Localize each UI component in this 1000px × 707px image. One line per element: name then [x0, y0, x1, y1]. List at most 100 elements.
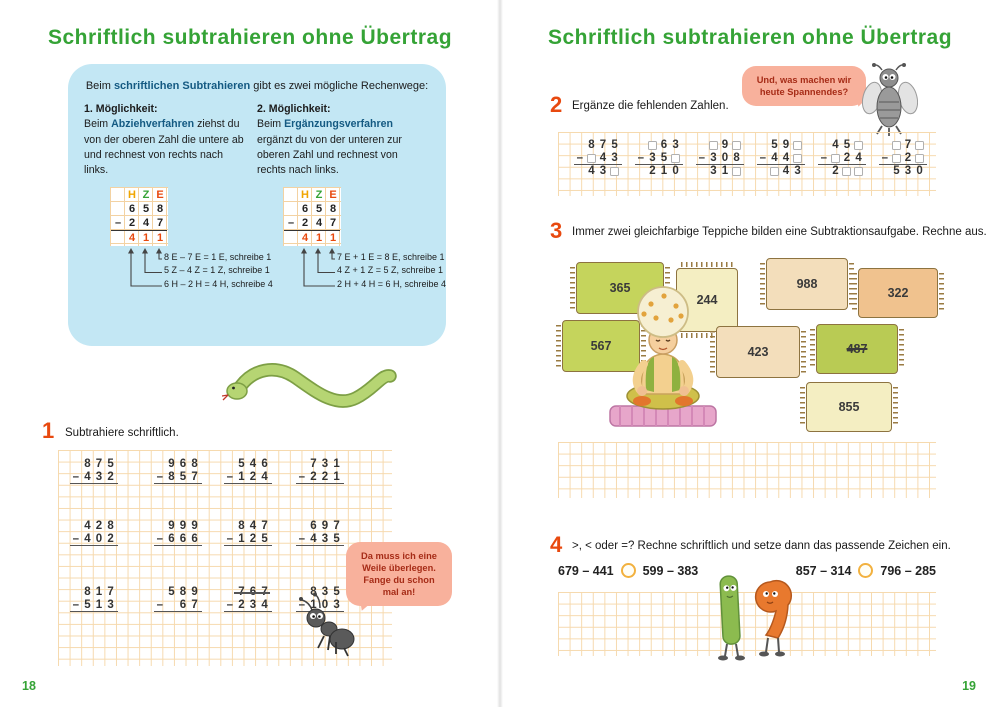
- page-number: 19: [962, 679, 976, 693]
- empty-box[interactable]: [854, 166, 864, 176]
- digit-cell: 3: [95, 471, 103, 483]
- exercise4-number: 4: [550, 532, 563, 557]
- digit-cell: 0: [321, 599, 329, 611]
- empty-box[interactable]: [891, 153, 901, 163]
- empty-box[interactable]: [854, 140, 864, 150]
- digit-cell: [574, 165, 586, 178]
- page-title: Schriftlich subtrahieren ohne Übertrag: [547, 26, 953, 49]
- empty-box[interactable]: [769, 166, 779, 176]
- digit-cell: [818, 139, 830, 152]
- digit-cell: 4: [249, 520, 257, 532]
- answer-space[interactable]: [224, 484, 272, 510]
- place-value-cell: 4: [142, 216, 150, 229]
- empty-box[interactable]: [610, 166, 620, 176]
- empty-box[interactable]: [915, 153, 925, 163]
- empty-box[interactable]: [915, 140, 925, 150]
- place-value-cell: [111, 202, 125, 216]
- empty-box[interactable]: [586, 153, 596, 163]
- digit-cell: 2: [107, 533, 114, 545]
- exercise4-grid[interactable]: [558, 592, 936, 656]
- digit-cell: –: [156, 599, 163, 611]
- digit-cell: 7: [599, 139, 607, 151]
- empty-box[interactable]: [891, 140, 901, 150]
- digit-cell: 7: [191, 599, 198, 611]
- method-1-body: ziehst du von der oberen Zahl die untere…: [84, 118, 244, 177]
- right-expression: 599 – 383: [642, 564, 699, 578]
- empty-box[interactable]: [793, 140, 803, 150]
- empty-box[interactable]: [842, 166, 852, 176]
- digit-cell: 2: [832, 165, 839, 177]
- place-value-cell: H: [301, 188, 309, 201]
- answer-space[interactable]: [70, 546, 118, 572]
- digit-cell: –: [881, 152, 888, 164]
- empty-box[interactable]: [671, 153, 681, 163]
- digit-cell: 5: [84, 599, 91, 611]
- answer-space[interactable]: [154, 546, 202, 572]
- empty-box[interactable]: [647, 140, 657, 150]
- digit-cell: [166, 599, 178, 612]
- empty-box[interactable]: [708, 140, 718, 150]
- digit-cell: 5: [893, 165, 900, 177]
- sign-circle[interactable]: [620, 563, 636, 578]
- exercise3-grid[interactable]: [558, 442, 936, 498]
- carpet: 423: [710, 326, 806, 378]
- place-value-cell: [111, 188, 125, 202]
- answer-space[interactable]: [70, 612, 118, 638]
- digit-cell: 7: [107, 586, 114, 598]
- answer-space[interactable]: [224, 612, 272, 638]
- digit-cell: [879, 165, 891, 178]
- digit-cell: [891, 139, 903, 152]
- digit-cell: 1: [660, 165, 668, 177]
- place-value-cell: 1: [329, 231, 337, 244]
- answer-space[interactable]: [154, 612, 202, 638]
- digit-cell: 8: [191, 458, 198, 470]
- answer-space[interactable]: [224, 546, 272, 572]
- digit-cell: [154, 586, 166, 599]
- answer-space[interactable]: [154, 484, 202, 510]
- empty-box[interactable]: [793, 153, 803, 163]
- place-value-cell: [111, 231, 125, 245]
- calc-step: 8 E – 7 E = 1 E, schreibe 1: [164, 251, 272, 262]
- digit-cell: 5: [333, 586, 340, 598]
- digit-cell: [574, 139, 586, 152]
- ant-illustration: [299, 592, 355, 657]
- answer-space[interactable]: [70, 484, 118, 510]
- digit-cell: –: [226, 599, 233, 611]
- info-box: Beim schriftlichen Subtrahieren gibt es …: [68, 64, 446, 346]
- orange-figure-illustration: [754, 579, 793, 657]
- method-2: 2. Möglichkeit: Beim Ergänzungsverfahren…: [257, 102, 430, 179]
- sign-circle[interactable]: [858, 563, 874, 578]
- digit-cell: 3: [599, 165, 607, 177]
- digit-cell: [154, 520, 166, 533]
- place-value-cell: 1: [315, 231, 323, 244]
- answer-space[interactable]: [296, 484, 344, 510]
- place-value-cell: 1: [142, 231, 150, 244]
- digit-cell: 8: [84, 586, 91, 598]
- empty-box[interactable]: [830, 153, 840, 163]
- digit-cell: 5: [843, 139, 851, 151]
- place-value-cell: 4: [301, 231, 309, 244]
- empty-box[interactable]: [732, 166, 742, 176]
- answer-space[interactable]: [296, 546, 344, 572]
- digit-cell: 5: [333, 533, 340, 545]
- empty-box[interactable]: [732, 140, 742, 150]
- exercise2-instruction: Ergänze die fehlenden Zahlen.: [572, 100, 729, 112]
- digit-cell: 4: [599, 152, 607, 164]
- carpet-value: 322: [887, 286, 909, 300]
- digit-cell: 6: [179, 533, 187, 545]
- carpet: 487: [810, 324, 904, 374]
- digit-cell: [818, 165, 830, 178]
- digit-cell: 4: [84, 533, 91, 545]
- digit-cell: [914, 139, 926, 152]
- digit-cell: [792, 152, 804, 165]
